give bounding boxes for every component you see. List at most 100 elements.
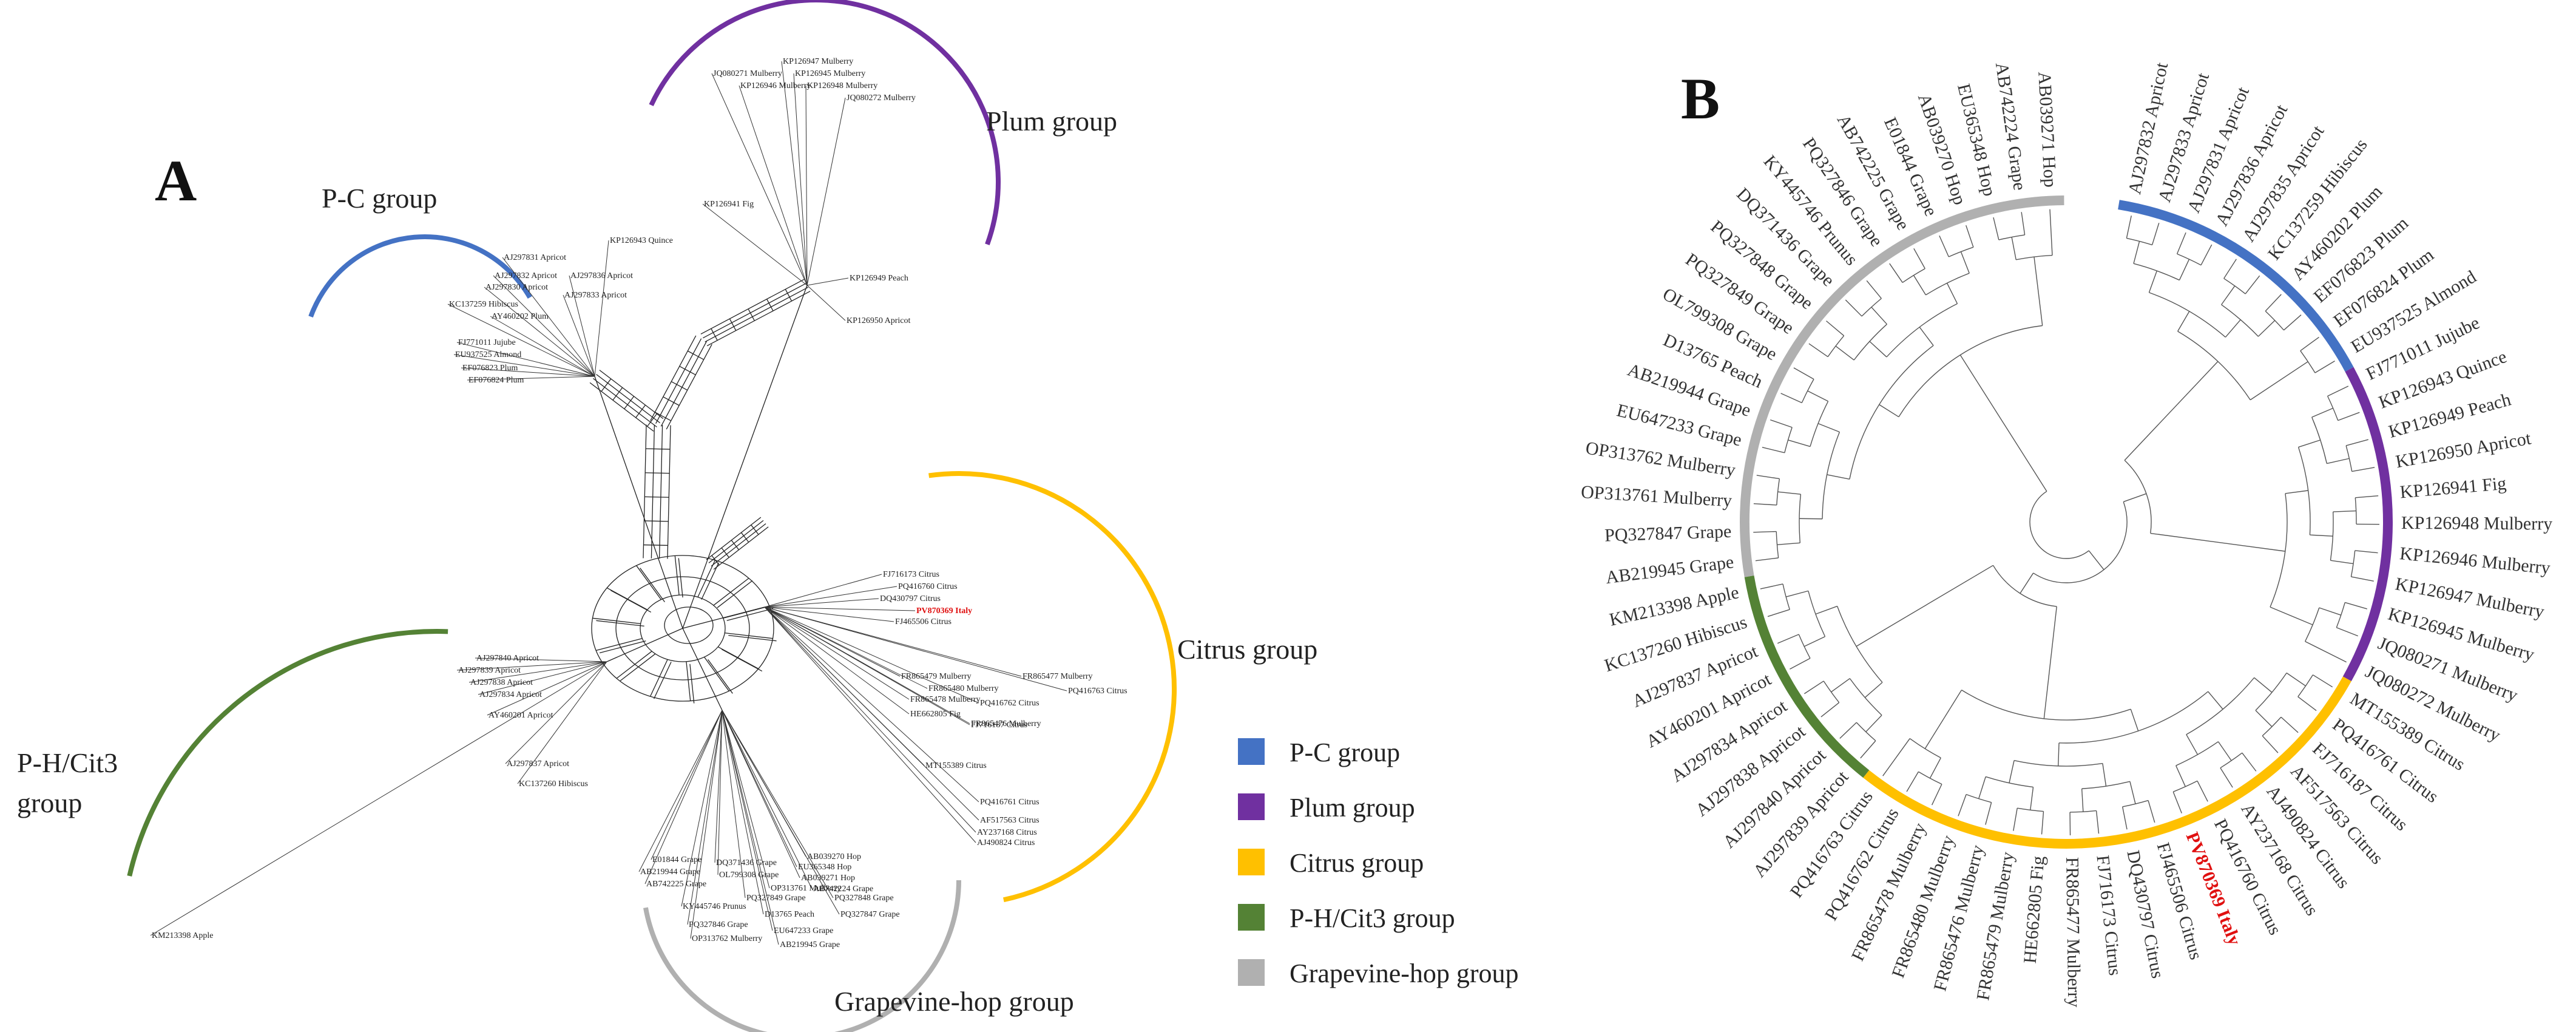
network-edge [589, 382, 654, 432]
panel-a-letter: A [155, 148, 197, 213]
network-edge [606, 587, 648, 611]
tree-branch [2345, 439, 2368, 446]
tree-branch [1777, 491, 1801, 495]
leaf-label-a: PQ416760 Citrus [898, 582, 958, 591]
leaf-label-a: AB219944 Grape [640, 867, 700, 877]
network-edge [725, 633, 773, 639]
network-ring [664, 606, 714, 644]
network-branch [722, 710, 800, 878]
leaf-label-a: EU937525 Almond [455, 350, 521, 359]
network-branch [739, 85, 808, 286]
network-edge [706, 517, 762, 560]
network-branch [722, 710, 773, 931]
tree-arc [1827, 335, 1845, 358]
tree-branch [2020, 572, 2034, 594]
tree-branch [1871, 307, 1887, 325]
tree-branch [1913, 248, 1925, 269]
leaf-label-a: KP126947 Mulberry [783, 57, 853, 66]
tree-branch [2255, 710, 2273, 727]
leaf-label-a: AF517563 Citrus [980, 816, 1040, 825]
leaf-label-a: AJ297839 Apricot [458, 666, 521, 675]
network-branch [487, 661, 607, 716]
network-branch [467, 376, 595, 381]
tree-branch [1820, 702, 1840, 718]
network-rung [624, 396, 635, 409]
network-edge [643, 424, 647, 558]
tree-branch [2175, 765, 2186, 787]
network-branch [717, 710, 723, 875]
tree-branch [2223, 259, 2237, 279]
tree-branch [2150, 532, 2285, 552]
network-branch [764, 606, 979, 803]
tree-branch [2285, 490, 2308, 494]
tree-branch [2305, 641, 2347, 663]
tree-branch [2151, 222, 2160, 245]
leaf-label-a: FR865477 Mulberry [1023, 672, 1093, 681]
leaf-label-b: AB219945 Grape [1604, 552, 1735, 588]
network-edge [704, 656, 729, 691]
tree-branch [2330, 560, 2354, 565]
tree-arc [2122, 799, 2149, 807]
network-edge [726, 608, 774, 621]
leaf-label-a: JQ080272 Mulberry [847, 93, 916, 103]
network-rung [748, 308, 755, 321]
tree-arc [1992, 565, 2057, 607]
tree-branch [1777, 634, 1799, 644]
tree-branch [2345, 602, 2367, 609]
leaf-label-a: AY460202 Plum [492, 312, 549, 321]
network-edge [595, 638, 643, 651]
leaf-label-b: KP126946 Mulberry [2399, 543, 2551, 578]
arc-grape-group [643, 880, 961, 1032]
network-edge [654, 662, 672, 699]
tree-branch [1889, 263, 1903, 283]
network-branch [806, 97, 846, 286]
tree-arc [1782, 583, 1790, 610]
tree-branch [1869, 341, 1887, 358]
tree-branch [2310, 534, 2333, 537]
tree-branch [1919, 327, 1934, 346]
network-branch [461, 367, 595, 377]
leaf-label-b: FJ716173 Citrus [2092, 854, 2125, 977]
network-rung [643, 544, 668, 546]
network-branch [722, 710, 764, 915]
leaf-label-b: PQ327847 Grape [1604, 521, 1732, 546]
tree-branch [2250, 361, 2308, 401]
leaf-label-a: FJ716187 Citrus [971, 721, 1027, 730]
network-rung [647, 413, 657, 427]
tree-branch [2333, 510, 2356, 512]
tree-branch [1993, 217, 2000, 240]
tree-branch [1788, 440, 1811, 447]
arc-plum-group [649, 0, 1001, 245]
network-branch [702, 203, 808, 286]
leaf-label-a: KP126946 Mulberry [740, 81, 811, 90]
network-rung [785, 289, 793, 302]
tree-branch [1879, 404, 1899, 418]
leaf-label-a: AJ297837 Apricot [507, 759, 569, 769]
leaf-label-a: FR865478 Mulberry [910, 695, 981, 704]
leaf-label-a: PQ416761 Citrus [980, 798, 1040, 807]
network-branch [722, 710, 770, 889]
network-edge [717, 646, 759, 670]
network-branch [517, 661, 607, 784]
network-branch [468, 661, 607, 683]
tree-branch [2021, 212, 2026, 236]
network-branch [764, 606, 916, 611]
tree-branch [1815, 605, 1837, 615]
network-edge [721, 648, 763, 672]
tree-branch [2336, 627, 2358, 637]
tree-branch [2327, 385, 2349, 397]
tree-branch [1826, 321, 1845, 336]
ring-segment-plum [2342, 367, 2393, 682]
tree-branch [2176, 232, 2186, 254]
network-branch [722, 710, 779, 945]
network-edge [658, 425, 663, 559]
network-edge [599, 370, 664, 419]
tree-branch [1777, 542, 1800, 546]
tree-branch [2280, 716, 2299, 733]
tree-branch [2102, 763, 2107, 787]
tree-branch [2265, 294, 2282, 311]
tree-branch [2319, 607, 2341, 616]
